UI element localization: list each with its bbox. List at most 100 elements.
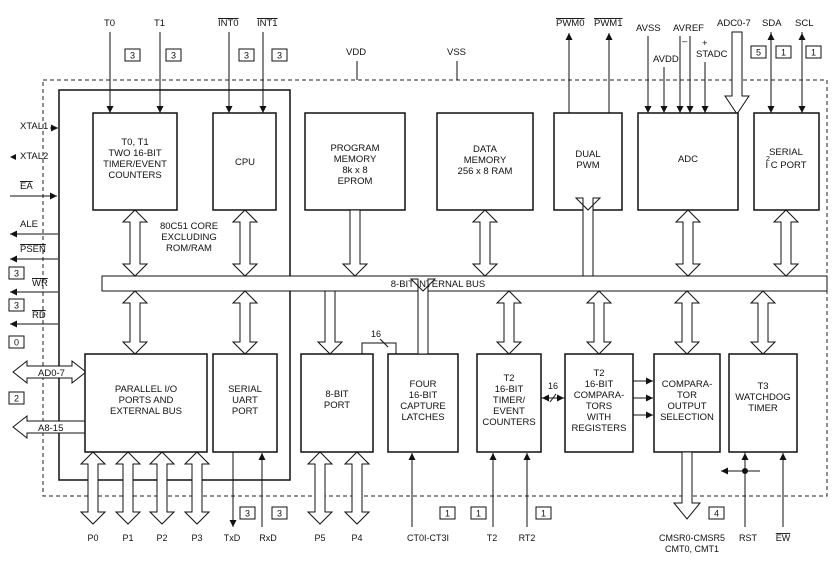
svg-text:8k x 8: 8k x 8	[342, 165, 367, 176]
bottom-pin-p4: P4	[351, 533, 362, 543]
svg-text:DATA: DATA	[473, 144, 498, 155]
svg-text:WR: WR	[32, 278, 48, 289]
svg-text:T2: T2	[593, 368, 604, 379]
svg-text:A8-15: A8-15	[38, 423, 63, 434]
top-pin-sda: SDA 1	[762, 18, 792, 113]
bottom-pin-rst: RST	[739, 452, 758, 543]
svg-text:REGISTERS: REGISTERS	[572, 423, 627, 434]
left-pin-rd: 3 RD	[8, 298, 58, 328]
block-adc: ADC	[637, 112, 739, 211]
svg-text:COUNTERS: COUNTERS	[482, 417, 535, 428]
bus-arrow-serial-i2c	[772, 209, 800, 277]
svg-text:TOR: TOR	[677, 390, 697, 401]
svg-text:PWM0: PWM0	[556, 18, 585, 29]
svg-text:T3: T3	[757, 381, 768, 392]
svg-text:LATCHES: LATCHES	[401, 412, 444, 423]
svg-text:3: 3	[277, 51, 282, 61]
top-pin-vss: VSS	[447, 47, 466, 80]
bottom-pin-rt2: 1 RT2	[519, 453, 552, 543]
top-pin-vdd: VDD	[346, 47, 366, 80]
internal-bus: 8-BIT INTERNAL BUS	[101, 275, 828, 292]
svg-text:XTAL2: XTAL2	[20, 151, 48, 162]
svg-text:1: 1	[811, 48, 816, 58]
svg-text:WATCHDOG: WATCHDOG	[735, 392, 790, 403]
svg-text:RD: RD	[32, 310, 46, 321]
svg-text:T2: T2	[487, 533, 498, 543]
svg-text:16-BIT: 16-BIT	[495, 384, 524, 395]
core-label: 80C51 CORE EXCLUDING ROM/RAM	[160, 221, 218, 254]
left-pin-psen: PSEN	[10, 244, 58, 263]
svg-text:EXTERNAL BUS: EXTERNAL BUS	[110, 406, 182, 417]
block-parallel-io: PARALLEL I/O PORTS AND EXTERNAL BUS	[84, 353, 208, 453]
svg-text:16-BIT: 16-BIT	[585, 379, 614, 390]
bottom-pin-p5: P5	[314, 533, 325, 543]
svg-text:4: 4	[714, 509, 719, 519]
bottom-pin-ct: 1 CT0I-CT3I	[407, 453, 456, 543]
svg-text:80C51 CORE: 80C51 CORE	[160, 221, 218, 232]
top-pin-pwm0: PWM0	[556, 18, 585, 113]
svg-text:P1: P1	[122, 533, 133, 543]
svg-text:TxD: TxD	[224, 533, 241, 543]
svg-text:P5: P5	[314, 533, 325, 543]
svg-text:–: –	[682, 36, 688, 47]
svg-text:UART: UART	[232, 395, 258, 406]
svg-text:SDA: SDA	[762, 18, 782, 29]
svg-text:VSS: VSS	[447, 47, 466, 58]
bottom-pin-txd: 3 TxD	[224, 452, 256, 543]
left-pin-ea: EA	[10, 181, 57, 200]
svg-text:P0: P0	[87, 533, 98, 543]
svg-text:DUAL: DUAL	[575, 149, 600, 160]
svg-text:AVSS: AVSS	[636, 23, 661, 34]
svg-text:T0: T0	[104, 18, 115, 29]
svg-text:MEMORY: MEMORY	[464, 155, 507, 166]
svg-text:T1: T1	[154, 18, 165, 29]
left-pin-wr: 3 WR	[8, 266, 58, 296]
svg-text:P3: P3	[191, 533, 202, 543]
bottom-pin-p3: P3	[191, 533, 202, 543]
svg-text:PARALLEL I/O: PARALLEL I/O	[115, 384, 177, 395]
svg-text:TIMER/: TIMER/	[493, 395, 526, 406]
svg-text:STADC: STADC	[696, 49, 728, 60]
svg-text:ADC: ADC	[678, 154, 698, 165]
block-serial-i2c: SERIAL I C PORT 2	[753, 112, 820, 211]
svg-text:ALE: ALE	[20, 219, 38, 230]
svg-text:RxD: RxD	[259, 533, 277, 543]
svg-text:3: 3	[14, 269, 19, 279]
svg-text:EPROM: EPROM	[338, 176, 373, 187]
top-pin-stadc: STADC	[696, 49, 728, 113]
bus-arrow-program-memory	[341, 209, 369, 277]
svg-text:XTAL1: XTAL1	[20, 121, 48, 132]
port-arrow-p2	[148, 451, 176, 525]
svg-text:16-BIT: 16-BIT	[409, 390, 438, 401]
svg-text:3: 3	[171, 51, 176, 61]
svg-text:3: 3	[277, 509, 282, 519]
bottom-pin-p1: P1	[122, 533, 133, 543]
bottom-pin-cmsr: 4 CMSR0-CMSR5 CMT0, CMT1	[659, 451, 725, 554]
svg-text:EVENT: EVENT	[493, 406, 525, 417]
top-pin-avref: AVREF – +	[673, 23, 708, 113]
svg-text:EA: EA	[20, 181, 33, 192]
svg-text:OUTPUT: OUTPUT	[667, 401, 706, 412]
svg-text:SERIAL: SERIAL	[228, 384, 262, 395]
svg-text:CAPTURE: CAPTURE	[400, 401, 445, 412]
bottom-pin-t2: 1 T2	[470, 453, 498, 543]
svg-text:2: 2	[14, 394, 19, 404]
svg-text:EXCLUDING: EXCLUDING	[161, 232, 216, 243]
svg-text:TIMER/EVENT: TIMER/EVENT	[103, 159, 167, 170]
bottom-pin-p0: P0	[87, 533, 98, 543]
left-pin-ale: ALE	[10, 219, 58, 238]
svg-text:I C PORT: I C PORT	[766, 160, 807, 171]
svg-text:1: 1	[476, 509, 481, 519]
width-16-capture: 16	[371, 329, 381, 339]
left-pin-xtal1: XTAL1	[20, 121, 58, 132]
svg-text:CMSR0-CMSR5: CMSR0-CMSR5	[659, 533, 725, 543]
svg-text:SCL: SCL	[795, 18, 813, 29]
block-serial-uart: SERIAL UART PORT	[212, 353, 278, 453]
svg-text:AD0-7: AD0-7	[38, 368, 65, 379]
svg-text:PROGRAM: PROGRAM	[330, 143, 379, 154]
bus-arrow-t2-comparators	[585, 290, 613, 355]
svg-text:AVDD: AVDD	[653, 54, 679, 65]
port-arrow-p1	[114, 451, 142, 525]
svg-text:CT0I-CT3I: CT0I-CT3I	[407, 533, 449, 543]
